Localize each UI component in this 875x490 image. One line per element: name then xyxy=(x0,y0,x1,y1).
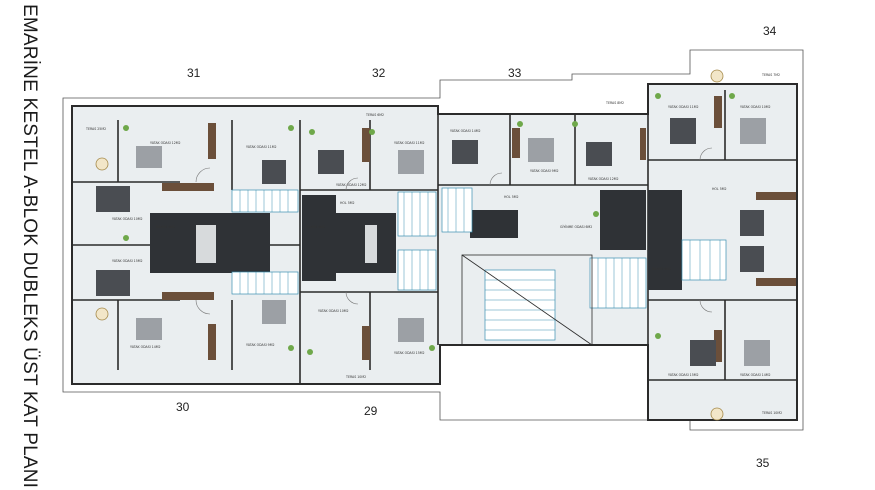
label-yatak-4: YATAK ODASI 15M2 xyxy=(112,259,143,263)
wardrobes xyxy=(162,96,796,362)
label-yatak-2: YATAK ODASI 11M2 xyxy=(246,145,277,149)
label-yatak-10: YATAK ODASI 15M2 xyxy=(394,351,425,355)
label-teras-e: TERAS 10M2 xyxy=(345,375,366,379)
unit-number-33: 33 xyxy=(508,66,522,80)
label-hol-3: HOL 5M2 xyxy=(712,187,727,191)
building-outline xyxy=(62,49,804,431)
label-giyinme: GİYİNME ODASI 6M2 xyxy=(560,224,592,229)
label-banyo-1: BANYO 4M2 xyxy=(156,225,175,229)
core-light-panels xyxy=(196,225,377,263)
door-swings xyxy=(195,147,713,315)
stair-treads xyxy=(239,188,721,331)
label-yatak-8: YATAK ODASI 11M2 xyxy=(394,141,425,145)
label-yatak-6: YATAK ODASI 9M2 xyxy=(246,343,274,347)
unit-number-29: 29 xyxy=(364,404,378,418)
plan-title-wrapper: EMARİNE KESTEL A-BLOK DUBLEKS ÜST KAT PL… xyxy=(14,4,44,488)
terrace-tables xyxy=(95,69,724,421)
label-teras-a: TERAS 25M2 xyxy=(85,127,106,131)
label-banyo-3: BANYO 4M2 xyxy=(652,267,671,271)
label-teras-b: TERAS 6M2 xyxy=(365,113,384,117)
room-labels: TERAS 25M2 YATAK ODASI 12M2 YATAK ODASI … xyxy=(85,73,782,415)
plants xyxy=(123,93,735,355)
label-hol-2: HOL 5M2 xyxy=(504,195,519,199)
unit-number-31: 31 xyxy=(187,66,201,80)
label-yatak-12: YATAK ODASI 9M2 xyxy=(530,169,558,173)
label-hol-1: HOL 5M2 xyxy=(340,201,355,205)
label-teras-f: TERAS 10M2 xyxy=(761,411,782,415)
elevator-shaft xyxy=(461,254,593,346)
label-yatak-3: YATAK ODASI 10M2 xyxy=(112,217,143,221)
label-teras-c: TERAS 8M2 xyxy=(605,101,624,105)
label-yatak-5: YATAK ODASI 14M2 xyxy=(130,345,161,349)
beds xyxy=(96,118,770,366)
unit-number-30: 30 xyxy=(176,400,190,414)
label-yatak-9: YATAK ODASI 10M2 xyxy=(318,309,349,313)
unit-number-32: 32 xyxy=(372,66,386,80)
staircases xyxy=(231,187,727,341)
label-yatak-13: YATAK ODASI 12M2 xyxy=(588,177,619,181)
label-yatak-15: YATAK ODASI 10M2 xyxy=(740,105,771,109)
label-banyo-2: BANYO 4M2 xyxy=(306,225,325,229)
label-yatak-7: YATAK ODASI 12M2 xyxy=(336,183,367,187)
label-yatak-1: YATAK ODASI 12M2 xyxy=(150,141,181,145)
label-yatak-11: YATAK ODASI 14M2 xyxy=(450,129,481,133)
plan-title: EMARİNE KESTEL A-BLOK DUBLEKS ÜST KAT PL… xyxy=(19,3,40,489)
unit-number-34: 34 xyxy=(763,24,777,38)
label-teras-d: TERAS 7M2 xyxy=(761,73,780,77)
unit-number-35: 35 xyxy=(756,456,770,470)
label-yatak-17: YATAK ODASI 14M2 xyxy=(740,373,771,377)
label-yatak-16: YATAK ODASI 15M2 xyxy=(668,373,699,377)
label-yatak-14: YATAK ODASI 11M2 xyxy=(668,105,699,109)
